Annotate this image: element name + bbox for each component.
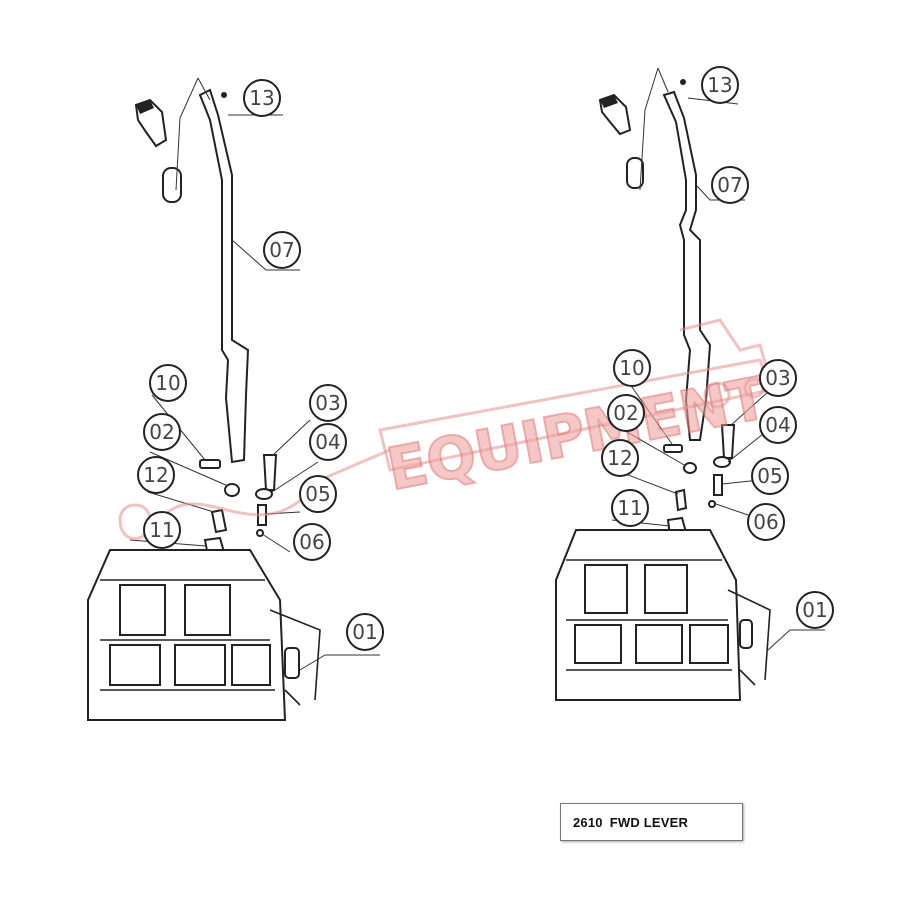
svg-text:06: 06 [299, 530, 324, 554]
right-sleeve [626, 157, 644, 189]
callout-03: 03 [759, 359, 797, 397]
left-housing [87, 549, 321, 721]
right-lever-rod [662, 90, 712, 441]
callout-05: 05 [751, 457, 789, 495]
callout-13: 13 [701, 66, 739, 104]
right-leader-01 [767, 629, 825, 651]
right-knob-shade [600, 95, 618, 108]
callout-01: 01 [346, 613, 384, 651]
left-part-06 [256, 529, 264, 537]
svg-text:01: 01 [352, 620, 377, 644]
right-assembly [555, 67, 825, 701]
left-pin-dot [221, 92, 227, 98]
right-leader-06 [715, 503, 749, 516]
svg-text:10: 10 [619, 356, 644, 380]
left-leader-04 [271, 461, 319, 493]
svg-text:01: 01 [802, 598, 827, 622]
left-leader-12 [147, 491, 215, 513]
watermark-logo: EQUIPMENT [118, 318, 775, 541]
right-part-03 [720, 424, 736, 459]
svg-text:07: 07 [269, 238, 294, 262]
svg-text:13: 13 [707, 73, 732, 97]
svg-text:04: 04 [765, 413, 790, 437]
left-knob-shade [136, 100, 154, 114]
right-leader-03 [729, 391, 769, 427]
right-leader-02 [619, 427, 687, 467]
callout-02: 02 [607, 394, 645, 432]
right-part-06 [708, 500, 716, 508]
callout-07: 07 [711, 166, 749, 204]
svg-text:12: 12 [143, 463, 168, 487]
left-part-02 [224, 483, 240, 497]
callout-10: 10 [149, 364, 187, 402]
svg-text:10: 10 [155, 371, 180, 395]
svg-text:05: 05 [757, 464, 782, 488]
svg-text:11: 11 [617, 496, 642, 520]
left-part-12 [210, 508, 228, 534]
callout-04: 04 [309, 423, 347, 461]
callout-05: 05 [299, 475, 337, 513]
callout-04: 04 [759, 406, 797, 444]
callout-12: 12 [601, 439, 639, 477]
left-leader-07 [231, 239, 300, 271]
left-leader-03 [271, 419, 311, 457]
caption-model: 2610 [573, 814, 603, 830]
right-pin-dot [680, 79, 686, 85]
left-leader-06 [261, 533, 291, 553]
callout-13: 13 [243, 79, 281, 117]
caption-box: 2610 FWD LEVER [560, 803, 743, 841]
callout-07: 07 [263, 231, 301, 269]
callout-10: 10 [613, 349, 651, 387]
callout-01: 01 [796, 591, 834, 629]
svg-text:02: 02 [149, 420, 174, 444]
caption-title: FWD LEVER [609, 814, 689, 830]
svg-text:13: 13 [249, 86, 274, 110]
callout-11: 11 [143, 511, 181, 549]
svg-text:12: 12 [607, 446, 632, 470]
left-assembly [87, 77, 380, 721]
right-callouts: 13 07 10 02 12 11 03 04 05 06 01 [601, 66, 834, 629]
right-housing [555, 529, 771, 701]
right-part-12 [674, 488, 688, 512]
right-part-04 [713, 456, 731, 468]
svg-text:11: 11 [149, 518, 174, 542]
callout-11: 11 [611, 489, 649, 527]
svg-text:06: 06 [753, 510, 778, 534]
svg-text:03: 03 [765, 366, 790, 390]
callout-06: 06 [293, 523, 331, 561]
left-sleeve [162, 167, 182, 203]
callout-03: 03 [309, 384, 347, 422]
svg-text:05: 05 [305, 482, 330, 506]
callout-12: 12 [137, 456, 175, 494]
right-part-10 [663, 444, 683, 453]
left-lever-rod [198, 88, 250, 464]
left-part-03 [262, 454, 278, 491]
callout-02: 02 [143, 413, 181, 451]
left-leader-01 [299, 654, 380, 671]
left-part-04 [255, 488, 273, 500]
svg-text:04: 04 [315, 430, 340, 454]
svg-text:03: 03 [315, 391, 340, 415]
left-part-10 [199, 459, 221, 469]
callout-06: 06 [747, 503, 785, 541]
svg-text:02: 02 [613, 401, 638, 425]
right-part-05 [713, 474, 723, 496]
right-part-02 [683, 462, 697, 474]
svg-text:07: 07 [717, 173, 742, 197]
left-callouts: 13 07 10 02 12 11 03 04 05 06 01 [137, 79, 384, 651]
right-leader-04 [727, 429, 769, 463]
